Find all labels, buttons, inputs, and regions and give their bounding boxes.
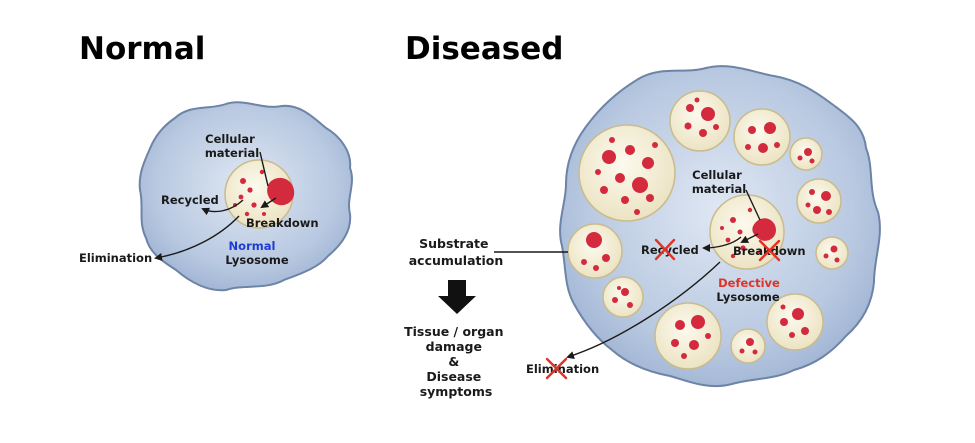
vacuole-bottom — [654, 302, 722, 370]
substrate-accumulation-label: Substrate accumulation — [409, 236, 504, 268]
normal-elimination-arrow — [154, 215, 240, 261]
vacuole-left-mid — [567, 223, 623, 279]
diseased-cellular-material-pointer — [745, 189, 761, 221]
normal-lysosome-type-label: Normal — [229, 239, 276, 253]
accumulated-lysosomes — [567, 90, 849, 370]
vacuole-right-lower — [815, 236, 849, 270]
diseased-elimination-label: Elimination — [526, 362, 599, 376]
disease-outcome-label: Tissue / organ damage & Disease symptoms — [404, 324, 508, 399]
normal-breakdown-label: Breakdown — [246, 216, 319, 230]
vacuole-right — [796, 178, 842, 224]
normal-lysosome-label: Lysosome — [225, 253, 289, 267]
normal-cellular-material-label: Cellular material — [205, 132, 259, 160]
defective-lysosome-type-label: Defective — [718, 276, 780, 290]
vacuole-bottom-right — [766, 293, 824, 351]
vacuole-large-left — [578, 124, 676, 222]
normal-recycled-arrow — [201, 199, 244, 216]
normal-lysosome-particles — [233, 169, 295, 217]
title-normal: Normal — [79, 31, 205, 67]
normal-cellular-material-pointer — [259, 151, 269, 187]
down-arrow-icon — [438, 280, 476, 314]
diseased-elimination-arrow — [566, 261, 721, 359]
vacuole-top-right — [733, 108, 791, 166]
diseased-cell: Cellular material Recycled Breakdown Def… — [526, 65, 881, 388]
title-diseased: Diseased — [405, 31, 563, 67]
normal-breakdown-arrow — [260, 197, 277, 209]
defective-lysosome-label: Lysosome — [716, 290, 780, 304]
diseased-recycled-label: Recycled — [641, 243, 699, 257]
cross-mark-icon — [758, 239, 781, 262]
cross-mark-icon — [545, 357, 568, 380]
vacuole-bottom-small — [730, 328, 766, 364]
normal-elimination-label: Elimination — [79, 251, 152, 265]
diseased-recycled-arrow — [702, 236, 742, 252]
normal-recycled-label: Recycled — [161, 193, 219, 207]
defective-lysosome — [709, 194, 785, 270]
vacuole-top — [669, 90, 731, 152]
normal-cell: Cellular material Recycled Breakdown Eli… — [79, 101, 353, 292]
vacuole-left-low — [602, 276, 644, 318]
cross-mark-icon — [654, 238, 676, 261]
diseased-breakdown-arrow — [740, 233, 759, 243]
vacuole-right-small — [789, 137, 823, 171]
diseased-cellular-material-label: Cellular material — [692, 168, 746, 196]
